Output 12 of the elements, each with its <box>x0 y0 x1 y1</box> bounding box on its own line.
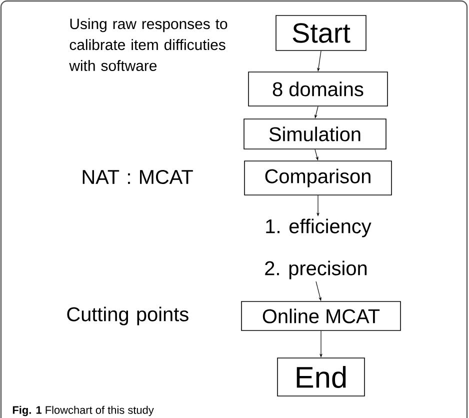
process-box: Comparison <box>244 160 392 196</box>
caption: Fig. 1 Flowchart of this study <box>12 406 154 416</box>
process-box: Simulation <box>244 118 386 150</box>
process-box: 8 domains <box>248 72 388 106</box>
process-box: Start <box>276 15 366 51</box>
side-label: NAT : MCAT <box>82 170 193 184</box>
side-label: Cutting points <box>67 306 188 326</box>
process-box: Online MCAT <box>241 301 401 331</box>
step-text: 1. efficiency <box>266 218 372 238</box>
step-text: 2. precision <box>265 260 367 280</box>
process-box: End <box>277 358 365 396</box>
note-text: Using raw responses to calibrate item difficuties with software <box>69 18 228 71</box>
